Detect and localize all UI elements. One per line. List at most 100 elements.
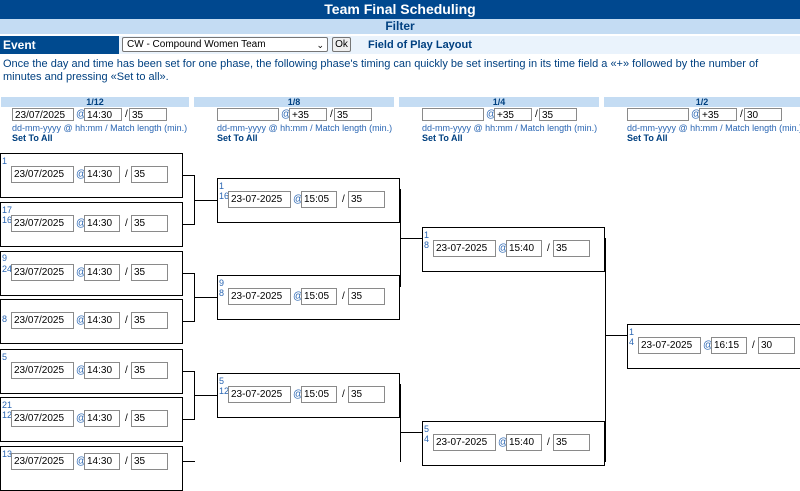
match-box: 1 8 23-07-2025 @ 15:40 / 35: [422, 227, 605, 272]
match-time-input[interactable]: 14:30: [84, 410, 120, 427]
phase-length-input[interactable]: 35: [539, 108, 577, 121]
at-sign: @: [76, 169, 87, 180]
match-date-input[interactable]: 23-07-2025: [433, 434, 496, 451]
filter-bar[interactable]: Filter: [0, 19, 800, 34]
seed-top: 13: [2, 449, 13, 459]
match-box: 9 8 23-07-2025 @ 15:05 / 35: [217, 275, 400, 320]
match-length-input[interactable]: 35: [348, 288, 385, 305]
seed-top: 1: [2, 156, 8, 166]
at-sign: @: [76, 413, 87, 424]
at-sign: @: [293, 389, 304, 400]
match-time-input[interactable]: 15:05: [301, 191, 337, 208]
bracket-connector: [605, 238, 606, 462]
event-label: Event: [0, 36, 119, 54]
ok-button[interactable]: Ok: [332, 37, 351, 52]
phase-length-input[interactable]: 35: [334, 108, 372, 121]
match-length-input[interactable]: 35: [348, 386, 385, 403]
match-time-input[interactable]: 15:05: [301, 386, 337, 403]
seed-top: 9: [219, 278, 225, 288]
match-time-input[interactable]: 16:15: [711, 337, 747, 354]
field-of-play-layout-link[interactable]: Field of Play Layout: [368, 39, 472, 51]
slash: /: [125, 218, 128, 229]
match-date-input[interactable]: 23/07/2025: [11, 410, 74, 427]
match-length-input[interactable]: 35: [553, 434, 590, 451]
match-time-input[interactable]: 15:40: [506, 434, 542, 451]
at-sign: @: [293, 291, 304, 302]
slash: /: [342, 194, 345, 205]
slash: /: [125, 267, 128, 278]
seed-top: 1: [424, 230, 430, 240]
seed-top: 5: [424, 424, 430, 434]
match-length-input[interactable]: 35: [131, 312, 168, 329]
match-date-input[interactable]: 23-07-2025: [228, 386, 291, 403]
event-select-value: CW - Compound Women Team: [127, 39, 266, 50]
match-length-input[interactable]: 35: [131, 264, 168, 281]
match-length-input[interactable]: 30: [758, 337, 795, 354]
seed-top: 1: [629, 327, 635, 337]
phase-time-input[interactable]: +35: [494, 108, 532, 121]
match-time-input[interactable]: 14:30: [84, 264, 120, 281]
match-time-input[interactable]: 14:30: [84, 362, 120, 379]
event-select[interactable]: CW - Compound Women Team ⌄: [122, 37, 328, 52]
set-to-all-button[interactable]: Set To All: [12, 133, 53, 143]
phase-date-input[interactable]: [217, 108, 279, 121]
match-date-input[interactable]: 23-07-2025: [638, 337, 701, 354]
set-to-all-button[interactable]: Set To All: [422, 133, 463, 143]
phase-date-input[interactable]: [627, 108, 689, 121]
slash: /: [125, 413, 128, 424]
phase-header-1-2: 1/2: [604, 97, 800, 107]
match-length-input[interactable]: 35: [131, 215, 168, 232]
match-date-input[interactable]: 23/07/2025: [11, 312, 74, 329]
match-date-input[interactable]: 23-07-2025: [433, 240, 496, 257]
match-time-input[interactable]: 14:30: [84, 166, 120, 183]
at-sign: @: [703, 340, 714, 351]
phase-time-input[interactable]: 14:30: [84, 108, 122, 121]
bracket-connector: [194, 200, 217, 201]
bracket-connector: [194, 297, 217, 298]
match-length-input[interactable]: 35: [131, 410, 168, 427]
match-length-input[interactable]: 35: [348, 191, 385, 208]
at-sign: @: [76, 365, 87, 376]
phase-length-input[interactable]: 30: [744, 108, 782, 121]
match-time-input[interactable]: 14:30: [84, 312, 120, 329]
at-sign: @: [76, 315, 87, 326]
phase-format-hint: dd-mm-yyyy @ hh:mm / Match length (min.): [12, 123, 188, 133]
phase-header-1-4: 1/4: [399, 97, 599, 107]
phase-length-input[interactable]: 35: [129, 108, 167, 121]
match-date-input[interactable]: 23/07/2025: [11, 166, 74, 183]
phase-date-input[interactable]: [422, 108, 484, 121]
page-title: Team Final Scheduling: [0, 0, 800, 19]
match-length-input[interactable]: 35: [131, 362, 168, 379]
seed-bottom: 16: [219, 191, 230, 201]
match-length-input[interactable]: 35: [131, 166, 168, 183]
seed-bottom: 12: [219, 386, 230, 396]
seed-bottom: 24: [2, 264, 13, 274]
event-row: Event CW - Compound Women Team ⌄ Ok Fiel…: [0, 36, 800, 54]
set-to-all-button[interactable]: Set To All: [217, 133, 258, 143]
match-date-input[interactable]: 23-07-2025: [228, 191, 291, 208]
set-to-all-button[interactable]: Set To All: [627, 133, 668, 143]
slash: /: [125, 315, 128, 326]
match-box: 9 24 23/07/2025 @ 14:30 / 35: [0, 251, 183, 296]
seed-bottom: 4: [424, 434, 430, 444]
phase-time-input[interactable]: +35: [289, 108, 327, 121]
phase-time-input[interactable]: +35: [699, 108, 737, 121]
phase-date-input[interactable]: 23/07/2025: [12, 108, 74, 121]
at-sign: @: [498, 243, 509, 254]
seed-bottom: 12: [2, 410, 13, 420]
match-time-input[interactable]: 15:40: [506, 240, 542, 257]
match-time-input[interactable]: 15:05: [301, 288, 337, 305]
seed-bottom: 8: [219, 288, 225, 298]
match-date-input[interactable]: 23-07-2025: [228, 288, 291, 305]
match-time-input[interactable]: 14:30: [84, 215, 120, 232]
match-box: 1 23/07/2025 @ 14:30 / 35: [0, 153, 183, 198]
match-box: 17 16 23/07/2025 @ 14:30 / 35: [0, 202, 183, 247]
phase-header-1-12: 1/12: [1, 97, 189, 107]
match-date-input[interactable]: 23/07/2025: [11, 362, 74, 379]
match-box: 5 23/07/2025 @ 14:30 / 35: [0, 349, 183, 394]
match-length-input[interactable]: 35: [553, 240, 590, 257]
match-date-input[interactable]: 23/07/2025: [11, 215, 74, 232]
match-box: 21 12 23/07/2025 @ 14:30 / 35: [0, 397, 183, 442]
seed-top: 1: [219, 181, 225, 191]
match-date-input[interactable]: 23/07/2025: [11, 264, 74, 281]
